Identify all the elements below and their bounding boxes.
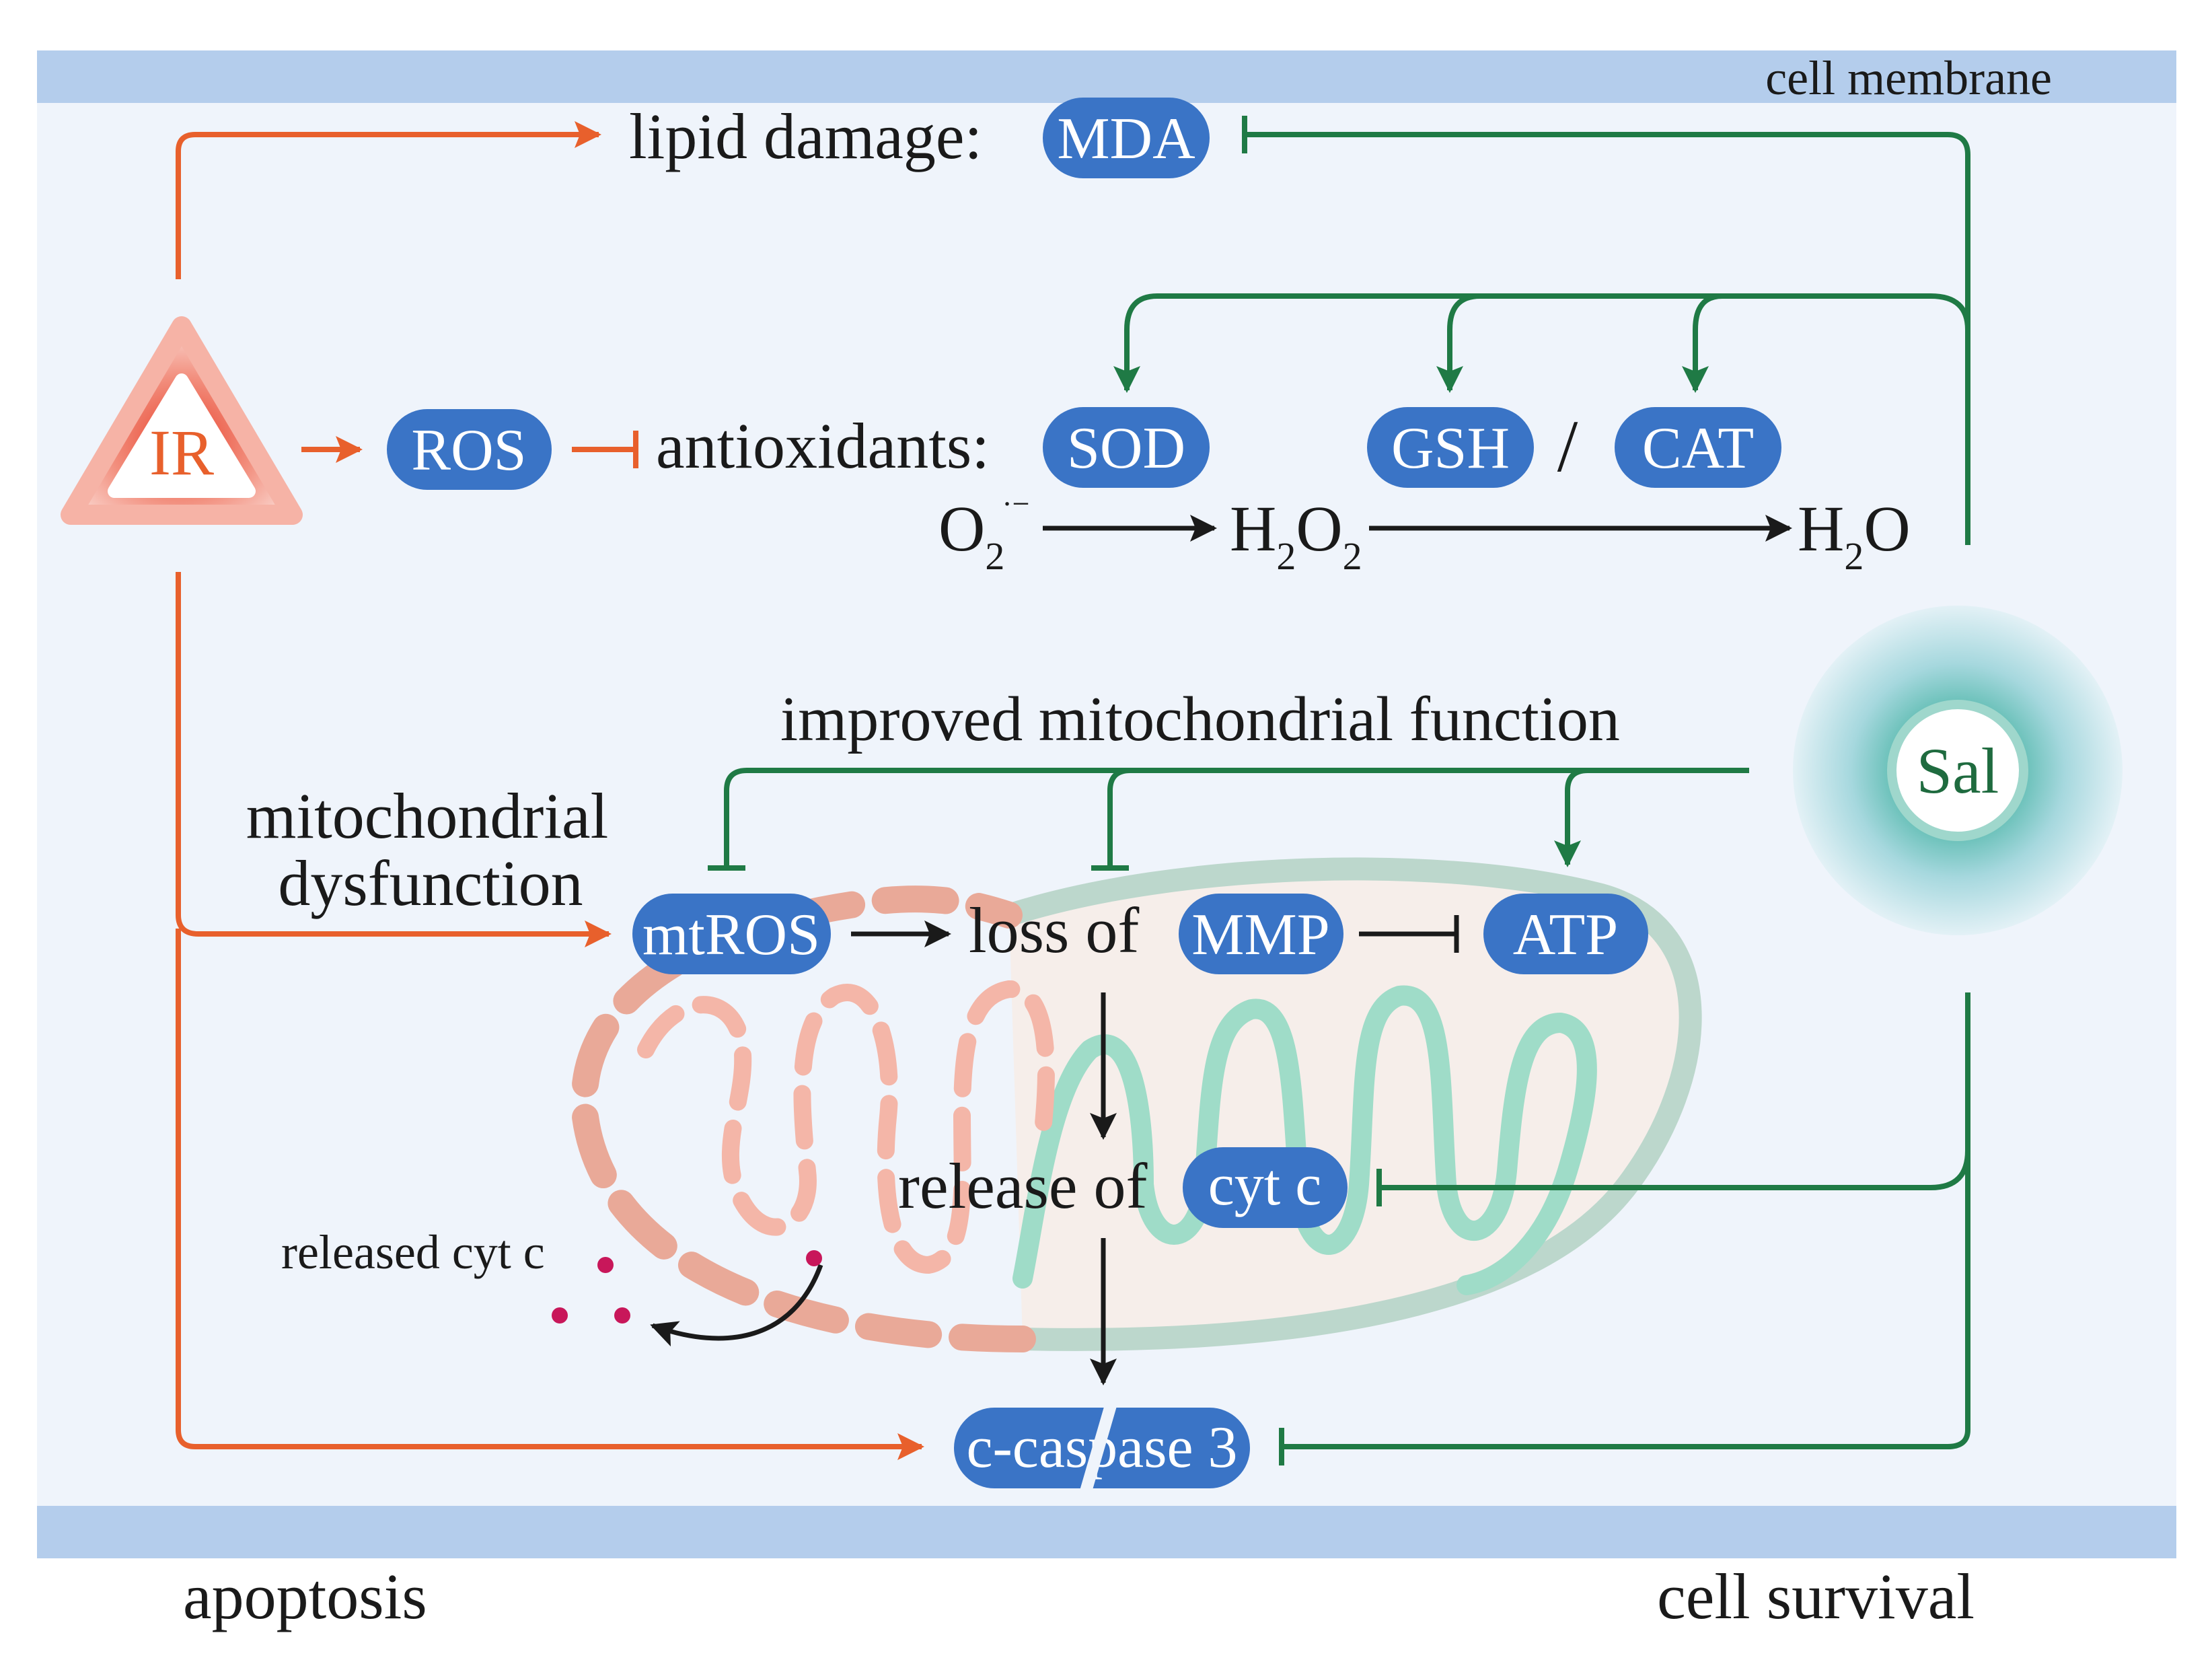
released-cytc-label: released cyt c xyxy=(281,1225,545,1279)
h2o-sub: 2 xyxy=(1844,534,1864,578)
release-of-label: release of xyxy=(898,1150,1147,1222)
node-sod: SOD xyxy=(1043,407,1210,488)
node-mda: MDA xyxy=(1043,98,1210,178)
loss-of-label: loss of xyxy=(969,894,1139,966)
o2-symbol: O xyxy=(938,493,985,565)
sal-to-antioxidants-line xyxy=(1157,293,1970,330)
node-cytc: cyt c xyxy=(1183,1147,1348,1228)
h2o2-sub1: 2 xyxy=(1276,534,1296,578)
ir-hazard-icon: IR xyxy=(61,316,303,525)
mda-label: MDA xyxy=(1057,106,1195,172)
arrow-to-cat xyxy=(1682,293,1723,393)
ccaspase3-label-part2: pase 3 xyxy=(1088,1415,1237,1480)
ccaspase3-label-part1: c-cas xyxy=(966,1415,1088,1480)
ros-label: ROS xyxy=(411,418,526,483)
cell-membrane-bottom xyxy=(37,1506,2176,1558)
node-ccaspase3: c-caspase 3 xyxy=(954,1394,1250,1502)
cell-survival-label: cell survival xyxy=(1657,1560,1975,1632)
apoptosis-label: apoptosis xyxy=(183,1560,427,1632)
released-cytc-dots xyxy=(552,1250,822,1324)
h2o-o: O xyxy=(1864,493,1910,565)
arrow-ir-to-mtros xyxy=(176,572,612,947)
protect-arrows xyxy=(708,116,1970,1465)
svg-text:O2·−: O2 ·− xyxy=(938,486,1030,578)
node-mtros: mtROS xyxy=(632,894,831,974)
ccaspase3-label: c-caspase 3 xyxy=(966,1415,1237,1480)
svg-text:H2O: H2O xyxy=(1798,493,1911,578)
lipid-damage-label: lipid damage: xyxy=(629,100,982,172)
h2o-h: H xyxy=(1798,493,1844,565)
inhibit-mmp-loss xyxy=(1107,768,1131,868)
node-atp: ATP xyxy=(1483,894,1648,974)
node-ros: ROS xyxy=(387,409,552,490)
atp-label: ATP xyxy=(1513,902,1619,968)
sal-label: Sal xyxy=(1917,735,1999,807)
mitochondrion xyxy=(570,857,1702,1352)
cell-membrane-top xyxy=(37,50,2176,103)
ir-label: IR xyxy=(149,416,214,488)
mito-outer-membrane-damaged xyxy=(570,885,1036,1352)
h2o2-o: O xyxy=(1296,493,1342,565)
sal-spine-upper xyxy=(1245,132,1970,545)
node-mmp: MMP xyxy=(1179,894,1343,974)
sal-spine-lower xyxy=(1282,992,1970,1449)
gsh-cat-slash: / xyxy=(1557,405,1578,487)
arrow-to-atp xyxy=(1554,768,1588,867)
sal-mito-line xyxy=(724,768,1749,868)
arrow-ir-to-ccaspase3 xyxy=(176,929,924,1460)
mito-cristae-damaged xyxy=(637,980,1055,1274)
superoxide-charge: ·− xyxy=(1002,486,1029,521)
arrow-to-sod xyxy=(1113,293,1158,393)
improved-mito-function-label: improved mitochondrial function xyxy=(780,684,1620,754)
mito-outer-membrane-healthy xyxy=(998,857,1702,1351)
damage-arrows xyxy=(176,121,924,1460)
mito-dysfunction-label-2: dysfunction xyxy=(278,847,583,919)
cat-label: CAT xyxy=(1642,416,1754,481)
node-gsh: GSH xyxy=(1367,407,1534,488)
gsh-label: GSH xyxy=(1391,416,1510,481)
sal-compound-icon: Sal xyxy=(1793,606,2123,935)
mito-cristae-healthy xyxy=(1012,985,1597,1295)
inhibit-cytc-release xyxy=(1379,1150,1970,1190)
svg-text:H2O2: H2O2 xyxy=(1230,493,1362,578)
arrow-ir-to-lipid-damage xyxy=(176,121,601,279)
reaction-arrows xyxy=(650,515,1792,1385)
caspase-cleavage-mark xyxy=(1077,1394,1119,1502)
arrow-to-gsh xyxy=(1436,293,1481,393)
sod-label: SOD xyxy=(1067,416,1185,481)
h2o2-h: H xyxy=(1230,493,1276,565)
antioxidants-label: antioxidants: xyxy=(656,410,990,482)
node-cat: CAT xyxy=(1615,407,1781,488)
mtros-label: mtROS xyxy=(642,902,820,968)
mmp-label: MMP xyxy=(1191,902,1329,968)
ros-reaction: O2·− H2O2 H2O xyxy=(938,486,1911,578)
h2o2-sub2: 2 xyxy=(1343,534,1362,578)
mito-dysfunction-label-1: mitochondrial xyxy=(246,780,609,852)
arrow-cytc-leak xyxy=(650,1264,823,1347)
cell-membrane-label: cell membrane xyxy=(1765,51,2052,105)
o2-subscript: 2 xyxy=(985,534,1004,578)
cytc-label: cyt c xyxy=(1208,1153,1322,1218)
